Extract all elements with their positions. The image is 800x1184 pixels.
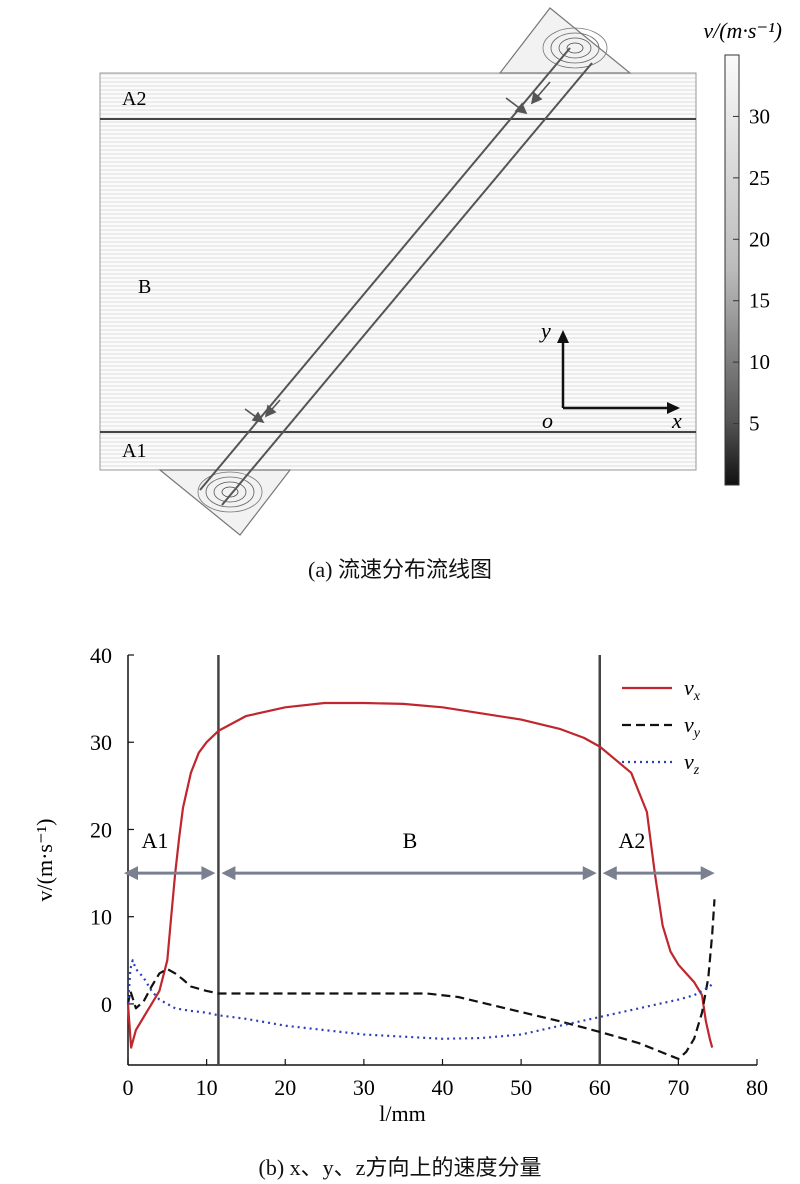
x-tick-label: 40	[432, 1075, 454, 1100]
colorbar-title: v/(m·s⁻¹)	[703, 18, 782, 43]
region-label-a1-chart: A1	[142, 828, 169, 853]
y-tick-label: 30	[90, 730, 112, 755]
x-tick-label: 60	[589, 1075, 611, 1100]
colorbar-tick-label: 30	[749, 104, 770, 128]
chart-legend: vx vy vz	[622, 675, 701, 778]
region-label-b-chart: B	[403, 828, 418, 853]
axis-label-origin: o	[542, 408, 553, 433]
region-arrow-head	[602, 866, 617, 881]
x-tick-label: 70	[667, 1075, 689, 1100]
caption-b: (b) x、y、z方向上的速度分量	[258, 1155, 542, 1180]
caption-a: (a) 流速分布流线图	[308, 557, 492, 582]
coordinate-axes: y x o	[539, 318, 682, 433]
y-tick-label: 10	[90, 905, 112, 930]
series-line-vz	[126, 959, 715, 1040]
series-line-vx	[126, 701, 714, 1049]
region-arrow-head	[124, 866, 138, 881]
colorbar-tick-label: 20	[749, 227, 770, 251]
chart-axes: 0 10 20 30 40 0 10 20 30 40 50 60 70 80 l/mm v/(m·s⁻¹)	[32, 643, 768, 1126]
chart-series	[126, 701, 716, 1061]
series-line-vy	[126, 899, 716, 1061]
x-axis-title: l/mm	[379, 1101, 425, 1126]
colorbar-tick-label: 10	[749, 350, 770, 374]
dimension-arrow-bottom	[244, 399, 281, 424]
legend-label-vy: vy	[684, 712, 701, 741]
region-arrow-head	[221, 866, 236, 881]
channel-wall-upper	[199, 47, 571, 491]
region-label-b: B	[138, 276, 151, 298]
region-arrow-head	[700, 866, 715, 881]
x-tick-label: 30	[353, 1075, 375, 1100]
legend-label-vx: vx	[684, 675, 701, 704]
channel-wall-lower	[221, 62, 593, 506]
region-label-a1: A1	[122, 440, 146, 462]
x-tick-label: 10	[196, 1075, 218, 1100]
y-tick-label: 0	[101, 992, 112, 1017]
region-arrow-head	[582, 866, 597, 881]
region-label-a2: A2	[122, 88, 146, 110]
axis-label-x: x	[671, 408, 682, 433]
region-label-a2-chart: A2	[619, 828, 646, 853]
dimension-arrow-top	[505, 81, 551, 115]
flow-domain	[99, 72, 697, 471]
colorbar-tick-label: 15	[749, 289, 770, 313]
colorbar-tick-label: 5	[749, 412, 760, 436]
y-tick-label: 20	[90, 817, 112, 842]
legend-label-vz: vz	[684, 749, 700, 778]
x-tick-label: 50	[510, 1075, 532, 1100]
streamline-figure: A2 B A1 y x o v/(m·s⁻¹) 5 10 15 20 25 30	[99, 7, 782, 536]
chart-regions: A1 B A2	[124, 828, 715, 881]
axis-label-y: y	[539, 318, 551, 343]
x-tick-label: 0	[123, 1075, 134, 1100]
top-vortex-region	[498, 7, 632, 74]
y-axis-title: v/(m·s⁻¹)	[32, 819, 57, 902]
colorbar-tick-label: 25	[749, 166, 770, 190]
y-tick-label: 40	[90, 643, 112, 668]
region-arrow-head	[201, 866, 216, 881]
x-tick-label: 80	[746, 1075, 768, 1100]
x-tick-label: 20	[274, 1075, 296, 1100]
colorbar-gradient	[724, 54, 740, 486]
colorbar: v/(m·s⁻¹) 5 10 15 20 25 30	[703, 18, 782, 486]
